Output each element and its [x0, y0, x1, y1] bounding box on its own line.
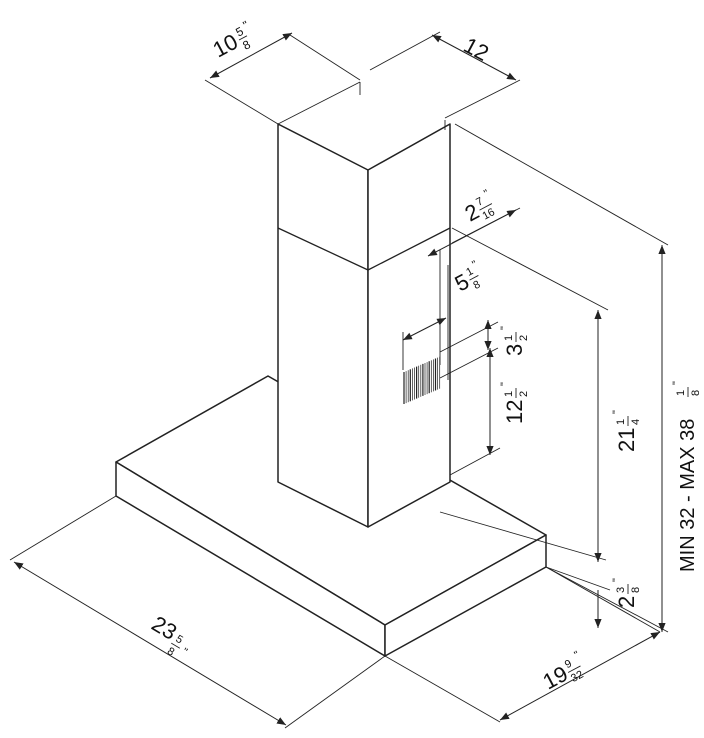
chimney-side-face [367, 123, 451, 528]
label-unit: " [499, 326, 511, 330]
label-num: 9 [563, 658, 574, 671]
label-unit: " [611, 578, 623, 582]
ext-line [284, 655, 386, 729]
dim-arrow-chimney-depth [431, 34, 517, 81]
label-den: 8 [690, 390, 702, 396]
label-num: 1 [675, 390, 687, 396]
label-num: 1 [503, 391, 515, 397]
label-den: 8 [240, 37, 253, 53]
label-whole: 2 [614, 596, 639, 608]
label-den: 2 [518, 391, 530, 397]
ext-line [545, 566, 611, 591]
ext-line [449, 447, 501, 476]
label-whole: 12 [460, 32, 493, 66]
dimension-arrows [13, 32, 666, 726]
label-den: 32 [569, 669, 585, 685]
ext-line [369, 31, 441, 71]
dim-arrow-vent-offset-side [402, 317, 447, 341]
ext-line [545, 566, 661, 633]
label-num: 1 [615, 419, 627, 425]
label-num: 5 [173, 633, 184, 646]
ext-line [444, 79, 521, 119]
label-den: 8 [471, 279, 482, 292]
label-den: 8 [630, 587, 642, 593]
label-num: 1 [503, 335, 515, 341]
ext-line [9, 495, 117, 561]
label-canopy-width: 23 5 8 " [147, 611, 190, 659]
chimney-front-face [277, 123, 369, 528]
label-vent-height-small: 3 1 2 " [499, 326, 530, 356]
dim-arrow-vent-offset-top [427, 209, 517, 257]
label-chimney-depth: 12 [460, 32, 493, 66]
ext-line [454, 123, 669, 246]
label-vent-height-large: 12 1 2 " [499, 382, 530, 424]
label-total-height: MIN 32 - MAX 38 1 8 " [671, 381, 702, 572]
ext-line [384, 655, 501, 723]
ext-line [439, 511, 607, 561]
label-vent-offset-top: 2 7 16 " [461, 188, 497, 227]
label-den: 16 [480, 206, 496, 222]
label-unit: " [180, 646, 190, 658]
label-unit: " [573, 649, 582, 661]
label-chimney-width: 10 5 8 " [209, 18, 254, 63]
label-unit: " [470, 259, 479, 271]
vent-grille [403, 356, 441, 404]
label-whole: 3 [502, 344, 527, 356]
label-unit: " [611, 410, 623, 414]
label-unit: " [482, 188, 491, 200]
chimney-joint-front [277, 227, 369, 271]
ext-line [545, 566, 669, 633]
chimney [277, 81, 451, 528]
label-num: 3 [615, 587, 627, 593]
label-whole: 21 [614, 428, 639, 452]
label-canopy-depth: 19 9 32 " [539, 649, 586, 694]
label-unit: " [241, 18, 251, 32]
label-unit: " [499, 382, 511, 386]
label-num: 1 [464, 265, 475, 278]
ext-line [204, 79, 279, 125]
label-den: 2 [518, 335, 530, 341]
label-vent-offset-side: 5 1 8 " [451, 259, 483, 297]
dim-arrow-chimney-width [209, 32, 293, 79]
label-chimney-height: 21 1 4 " [611, 410, 642, 452]
label-den: 8 [165, 645, 176, 658]
label-unit: " [671, 381, 683, 385]
ext-line [289, 34, 361, 81]
chimney-back-edge-left [277, 81, 361, 125]
label-prefix: MIN 32 - MAX 38 [677, 419, 699, 572]
label-den: 4 [630, 419, 642, 425]
dim-arrow-canopy-depth [499, 631, 661, 721]
label-whole: 12 [502, 400, 527, 424]
label-num: 7 [474, 195, 485, 208]
label-canopy-height: 2 3 8 " [611, 578, 642, 608]
dim-arrow-canopy-width [13, 561, 287, 726]
